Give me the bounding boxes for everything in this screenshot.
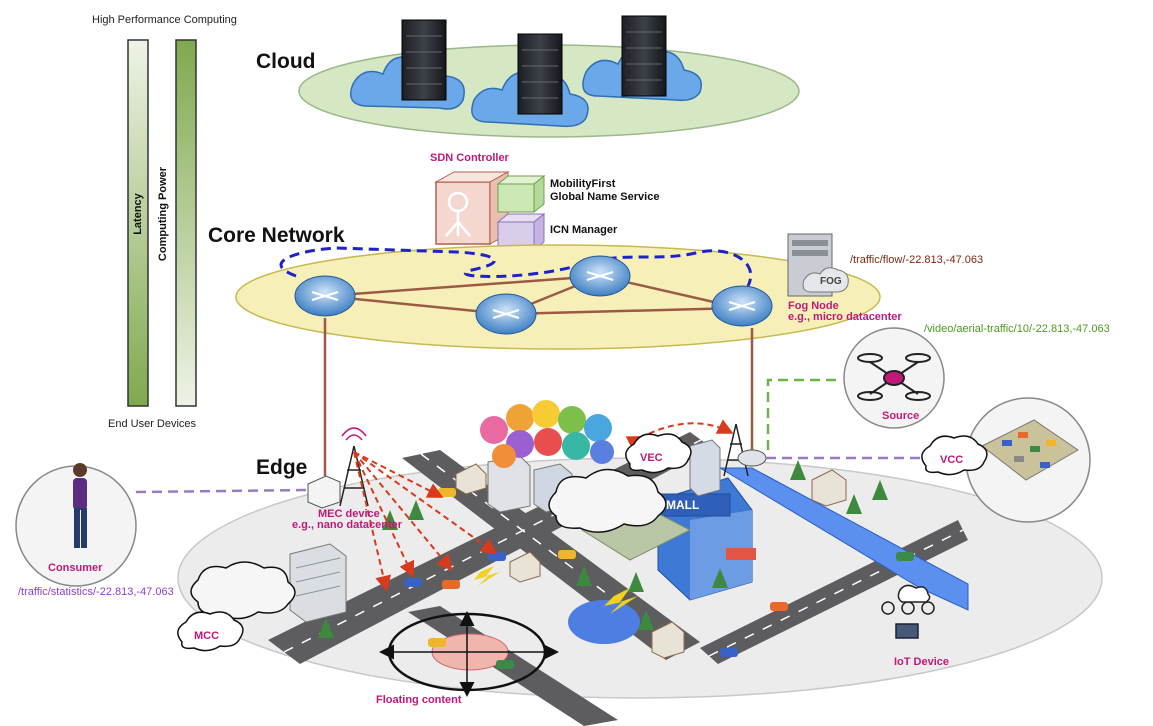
server-rack-icon — [401, 19, 447, 101]
parked-cars — [1002, 432, 1056, 468]
edge-layer-title: Edge — [256, 456, 308, 479]
mcc-bubble — [177, 611, 244, 652]
vec-label: VEC — [640, 452, 663, 464]
apartment-building — [487, 439, 721, 513]
vec-bubble — [625, 433, 692, 474]
floating-content-arrows — [379, 611, 559, 697]
cell-tower-icon — [339, 427, 369, 507]
lightning-icon — [474, 566, 500, 586]
fog-node-label: Fog Node — [788, 300, 839, 312]
source-label: Source — [882, 410, 920, 422]
lightning-icon — [604, 588, 638, 614]
fog-badge: FOG — [820, 276, 842, 287]
vec-cluster-bubble — [548, 468, 667, 533]
cloud-layer-title: Cloud — [256, 50, 316, 73]
core-layer-title: Core Network — [208, 224, 345, 247]
mec-device-label: MEC device — [318, 508, 380, 520]
mec-device-icon — [307, 475, 341, 509]
computing-power-label: Computing Power — [157, 166, 169, 262]
vcc-label: VCC — [940, 454, 964, 466]
router-icon — [711, 285, 773, 327]
router-icon — [475, 293, 537, 335]
sdn-control-path — [279, 246, 752, 287]
apps-cloud-icon — [480, 400, 614, 468]
trees — [318, 460, 888, 638]
person-icon — [73, 463, 87, 548]
vcc-bubble — [921, 435, 988, 476]
office-building — [289, 543, 347, 623]
router-icon — [569, 255, 631, 297]
icn-manager-label: ICN Manager — [550, 224, 618, 236]
computing-power-bar — [175, 39, 197, 407]
house — [455, 463, 847, 659]
sdn-controller-icon — [434, 171, 510, 245]
mcc-label: MCC — [194, 630, 220, 642]
latency-label: Latency — [132, 193, 144, 235]
traffic-flow-name: /traffic/flow/-22.813,-47.063 — [850, 254, 984, 266]
pond — [568, 600, 640, 644]
scale-bottom-label: End User Devices — [108, 418, 197, 430]
wireless-arrows — [353, 419, 734, 592]
consumer-label: Consumer — [48, 562, 103, 574]
fog-node-example-label: e.g., micro datacenter — [788, 311, 902, 323]
consumer-traffic-name: /traffic/statistics/-22.813,-47.063 — [18, 586, 174, 598]
fog-server-icon — [787, 233, 849, 297]
edge-router-icon — [737, 449, 767, 467]
scale-top-label: High Performance Computing — [92, 14, 237, 26]
floating-content-label: Floating content — [376, 694, 462, 706]
mobilityfirst-cube-icon — [496, 174, 546, 214]
latency-bar — [127, 39, 149, 407]
core-network-ellipse — [235, 244, 881, 350]
drone-icon — [857, 353, 931, 401]
cars — [404, 488, 914, 669]
mobilityfirst-label: MobilityFirst — [550, 178, 616, 190]
mcc-crowd-bubble — [190, 561, 296, 620]
global-name-service-label: Global Name Service — [550, 191, 660, 203]
mec-example-label: e.g., nano datacenter — [292, 519, 403, 531]
icn-manager-cube-icon — [496, 212, 546, 252]
iot-icons — [881, 584, 935, 639]
server-rack-icon — [621, 15, 667, 97]
aerial-traffic-name: /video/aerial-traffic/10/-22.813,-47.063 — [924, 323, 1110, 335]
mall-sign: MALL — [666, 498, 700, 512]
router-icon — [294, 275, 356, 317]
mall-building — [657, 477, 756, 601]
iot-device-label: IoT Device — [894, 656, 950, 668]
sdn-controller-label: SDN Controller — [430, 152, 509, 164]
server-rack-icon — [517, 33, 563, 115]
